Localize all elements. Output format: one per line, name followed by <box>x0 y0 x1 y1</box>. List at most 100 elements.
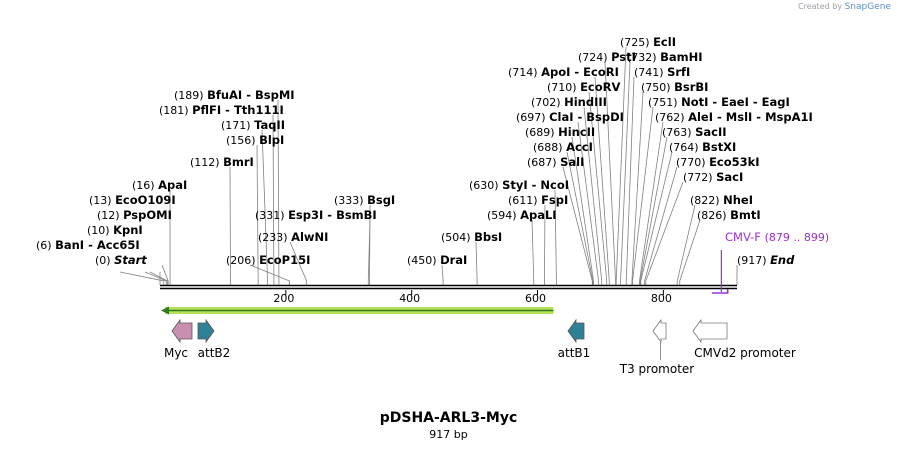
site-position: (12) <box>97 209 123 222</box>
site-name: EcoO109I <box>115 193 176 207</box>
site-position: (594) <box>487 209 520 222</box>
site-line <box>615 46 627 285</box>
site-position: (751) <box>648 96 681 109</box>
site-line <box>566 151 594 285</box>
site-name: BanI - Acc65I <box>55 238 140 252</box>
orf-arrowhead <box>161 306 169 315</box>
site-name: SrfI <box>667 65 690 79</box>
site-line <box>289 241 308 285</box>
site-label: (16) ApaI <box>132 178 187 192</box>
site-name: BlpI <box>259 133 284 147</box>
credit-prefix: Created by <box>798 2 843 11</box>
site-name: KpnI <box>113 223 143 237</box>
site-line <box>571 136 594 285</box>
site-label: (171) TaqII <box>221 118 285 132</box>
site-line <box>632 106 654 285</box>
site-label: (611) FspI <box>508 193 568 207</box>
site-label: (764) BstXI <box>669 140 736 154</box>
site-position: (611) <box>508 194 541 207</box>
site-line <box>161 264 169 285</box>
site-line <box>645 181 684 285</box>
site-position: (0) <box>95 254 114 267</box>
feature-label: attB1 <box>558 346 591 360</box>
site-position: (689) <box>525 126 558 139</box>
site-position: (333) <box>334 194 367 207</box>
primer-name: CMV-F <box>725 230 765 244</box>
site-label: (751) NotI - EaeI - EagI <box>648 95 790 109</box>
feature-label: CMVd2 promoter <box>694 346 796 360</box>
site-name: HincII <box>558 125 595 139</box>
site-position: (13) <box>89 194 115 207</box>
feature-arrow <box>197 318 215 344</box>
site-name: EclI <box>653 35 676 49</box>
site-label: (206) EcoP15I <box>226 253 310 267</box>
feature-label: T3 promoter <box>619 362 695 376</box>
site-position: (504) <box>441 231 474 244</box>
site-position: (741) <box>634 66 667 79</box>
site-position: (764) <box>669 141 702 154</box>
site-line <box>119 271 165 285</box>
site-line <box>544 204 546 285</box>
plasmid-name: pDSHA-ARL3-Myc <box>379 410 518 426</box>
site-lines <box>119 46 738 285</box>
site-label: (724) PstI <box>578 50 636 64</box>
site-position: (687) <box>527 156 560 169</box>
site-position: (156) <box>226 134 259 147</box>
site-name: EcoRV <box>580 80 620 94</box>
site-label: (504) BbsI <box>441 230 502 244</box>
site-label: (688) AccI <box>533 140 593 154</box>
site-name: SalI <box>560 155 584 169</box>
site-label: (763) SacII <box>662 125 727 139</box>
site-name: EcoP15I <box>259 253 310 267</box>
site-line <box>644 166 678 285</box>
site-name: NotI - EaeI - EagI <box>681 95 790 109</box>
site-label: (0) Start <box>95 253 147 267</box>
site-name: BamHI <box>660 50 702 64</box>
site-position: (750) <box>641 81 674 94</box>
site-name: HindIII <box>564 95 607 109</box>
site-position: (710) <box>547 81 580 94</box>
backbone <box>160 284 737 290</box>
site-name: BmrI <box>223 155 254 169</box>
site-line <box>583 106 603 285</box>
feature-label: Myc <box>164 346 188 360</box>
site-line <box>261 129 268 285</box>
site-line <box>639 136 668 285</box>
site-position: (16) <box>132 179 158 192</box>
site-line <box>272 114 275 285</box>
site-name: PflFI - Tth111I <box>192 103 284 117</box>
site-name: TaqII <box>254 118 285 132</box>
site-label: (772) SacI <box>683 170 743 184</box>
site-position: (233) <box>258 231 291 244</box>
site-label: (697) ClaI - BspDI <box>516 110 624 124</box>
site-label: (233) AlwNI <box>258 230 328 244</box>
site-position: (171) <box>221 119 254 132</box>
site-position: (822) <box>690 194 723 207</box>
site-position: (112) <box>190 156 223 169</box>
primer-label: CMV-F (879 .. 899) <box>725 230 829 244</box>
site-label: (13) EcoO109I <box>89 193 176 207</box>
site-label: (12) PspOMI <box>97 208 172 222</box>
site-name: ApaI <box>158 178 187 192</box>
site-position: (762) <box>655 111 688 124</box>
site-label: (687) SalI <box>527 155 584 169</box>
site-line <box>441 264 444 285</box>
ruler-tick-label: 400 <box>399 292 420 305</box>
plasmid-length: 917 bp <box>429 428 468 441</box>
site-name: Esp3I - BsmBI <box>288 208 377 222</box>
site-label: (189) BfuAI - BspMI <box>174 88 295 102</box>
credit-brand: SnapGene <box>844 2 891 12</box>
site-position: (206) <box>226 254 259 267</box>
site-name: Eco53kI <box>709 155 760 169</box>
site-position: (630) <box>469 179 502 192</box>
site-label: (333) BsgI <box>334 193 395 207</box>
primer-arrow <box>712 289 729 294</box>
site-line <box>625 76 635 285</box>
site-label: (702) HindIII <box>531 95 607 109</box>
site-label: (750) BsrBI <box>641 80 708 94</box>
site-position: (714) <box>508 66 541 79</box>
site-line <box>577 121 599 285</box>
site-name: StyI - NcoI <box>502 178 569 192</box>
